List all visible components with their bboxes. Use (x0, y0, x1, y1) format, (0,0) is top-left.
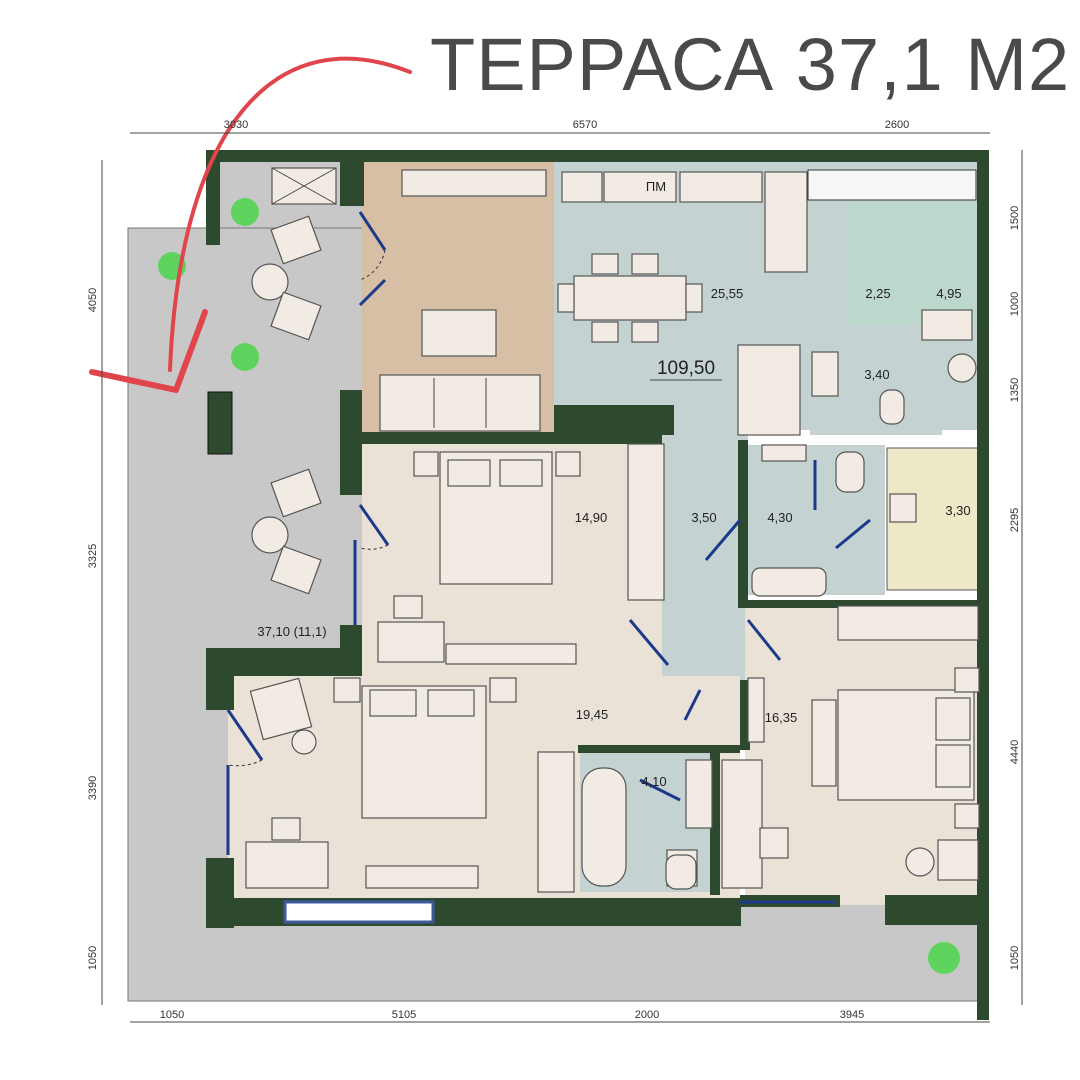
red-arrow (89, 56, 412, 393)
dim-right-3: 1350 (1009, 378, 1021, 402)
living-furniture (379, 169, 977, 436)
dim-bottom-2: 5105 (392, 1009, 416, 1021)
area-bath-mid: 4,30 (767, 510, 792, 525)
area-bedroom-a: 14,90 (575, 510, 608, 525)
dim-left-2: 3325 (87, 544, 99, 568)
area-hall: 2,25 (865, 286, 890, 301)
dim-bottom-3: 2000 (635, 1009, 659, 1021)
area-corridor: 3,50 (691, 510, 716, 525)
dim-left-1: 4050 (87, 288, 99, 312)
dim-top-3: 2600 (885, 119, 909, 131)
dim-right-2: 1000 (1009, 292, 1021, 316)
area-dressing: 3,30 (945, 503, 970, 518)
dim-right-6: 1050 (1009, 946, 1021, 970)
dimension-lines (101, 132, 1023, 1023)
total-area: 109,50 (657, 358, 715, 379)
dim-top-1: 3030 (224, 119, 248, 131)
dim-top-2: 6570 (573, 119, 597, 131)
doors (226, 211, 871, 904)
dim-bottom-1: 1050 (160, 1009, 184, 1021)
window (283, 900, 435, 924)
area-kitchen-living: 25,55 (711, 286, 744, 301)
dim-right-4: 2295 (1009, 508, 1021, 532)
area-bath-kids: 4,10 (641, 774, 666, 789)
appliance-label: ПМ (646, 179, 666, 194)
terrace-area-label: 37,10 (11,1) (257, 624, 326, 639)
area-bedroom-c: 16,35 (765, 710, 798, 725)
bathroom-fixtures (665, 351, 977, 890)
area-bedroom-b: 19,45 (576, 707, 609, 722)
area-bath-small: 3,40 (864, 367, 889, 382)
dim-bottom-4: 3945 (840, 1009, 864, 1021)
dim-left-4: 1050 (87, 946, 99, 970)
dim-right-1: 1500 (1009, 206, 1021, 230)
room-labels: ПМ 25,55 2,25 4,95 109,50 3,40 14,90 3,5… (257, 179, 970, 789)
page-title: ТЕРРАСА 37,1 М2 (430, 23, 1071, 106)
dim-right-5: 4440 (1009, 740, 1021, 764)
area-laundry: 4,95 (936, 286, 961, 301)
bedroom-furniture (245, 443, 980, 893)
dimension-labels: 3030 6570 2600 1050 5105 2000 3945 4050 … (87, 119, 1021, 1021)
dim-left-3: 3390 (87, 776, 99, 800)
